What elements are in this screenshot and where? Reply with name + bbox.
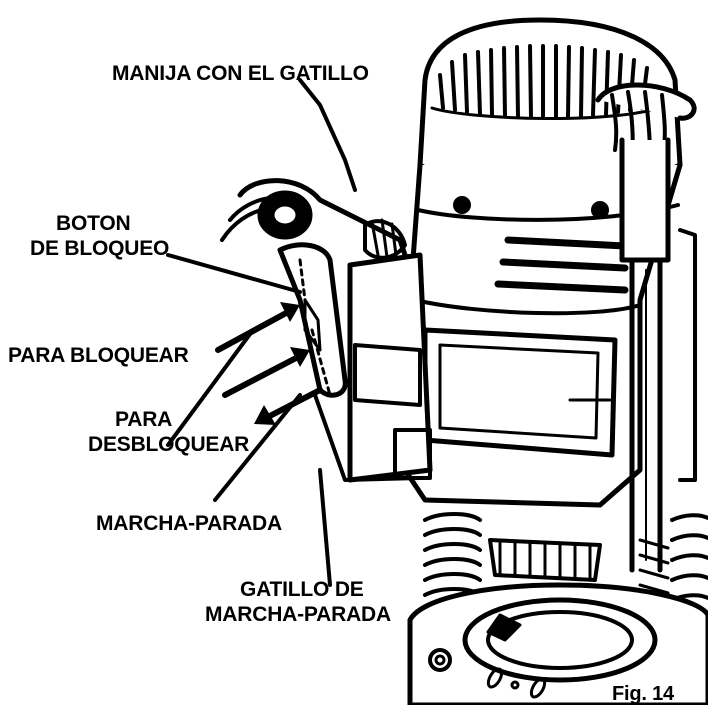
label-gatillo-de: GATILLO DE <box>240 578 364 601</box>
figure-number: Fig. 14 <box>612 683 674 705</box>
label-marcha-parada: MARCHA-PARADA <box>96 512 282 535</box>
collet <box>488 538 602 582</box>
label-de-bloqueo: DE BLOQUEO <box>30 237 170 260</box>
label-para-bloquear: PARA BLOQUEAR <box>8 344 189 367</box>
trigger-handle <box>220 178 433 483</box>
label-marcha-parada-trigger: MARCHA-PARADA <box>205 603 391 626</box>
label-boton: BOTON <box>56 212 131 235</box>
label-desbloquear: DESBLOQUEAR <box>88 433 250 456</box>
motor-housing <box>402 162 683 508</box>
leader-lines <box>166 78 357 587</box>
label-para: PARA <box>115 408 173 431</box>
action-arrows <box>215 302 323 425</box>
label-manija-con-el-gatillo: MANIJA CON EL GATILLO <box>112 62 369 85</box>
router-base <box>407 582 708 705</box>
